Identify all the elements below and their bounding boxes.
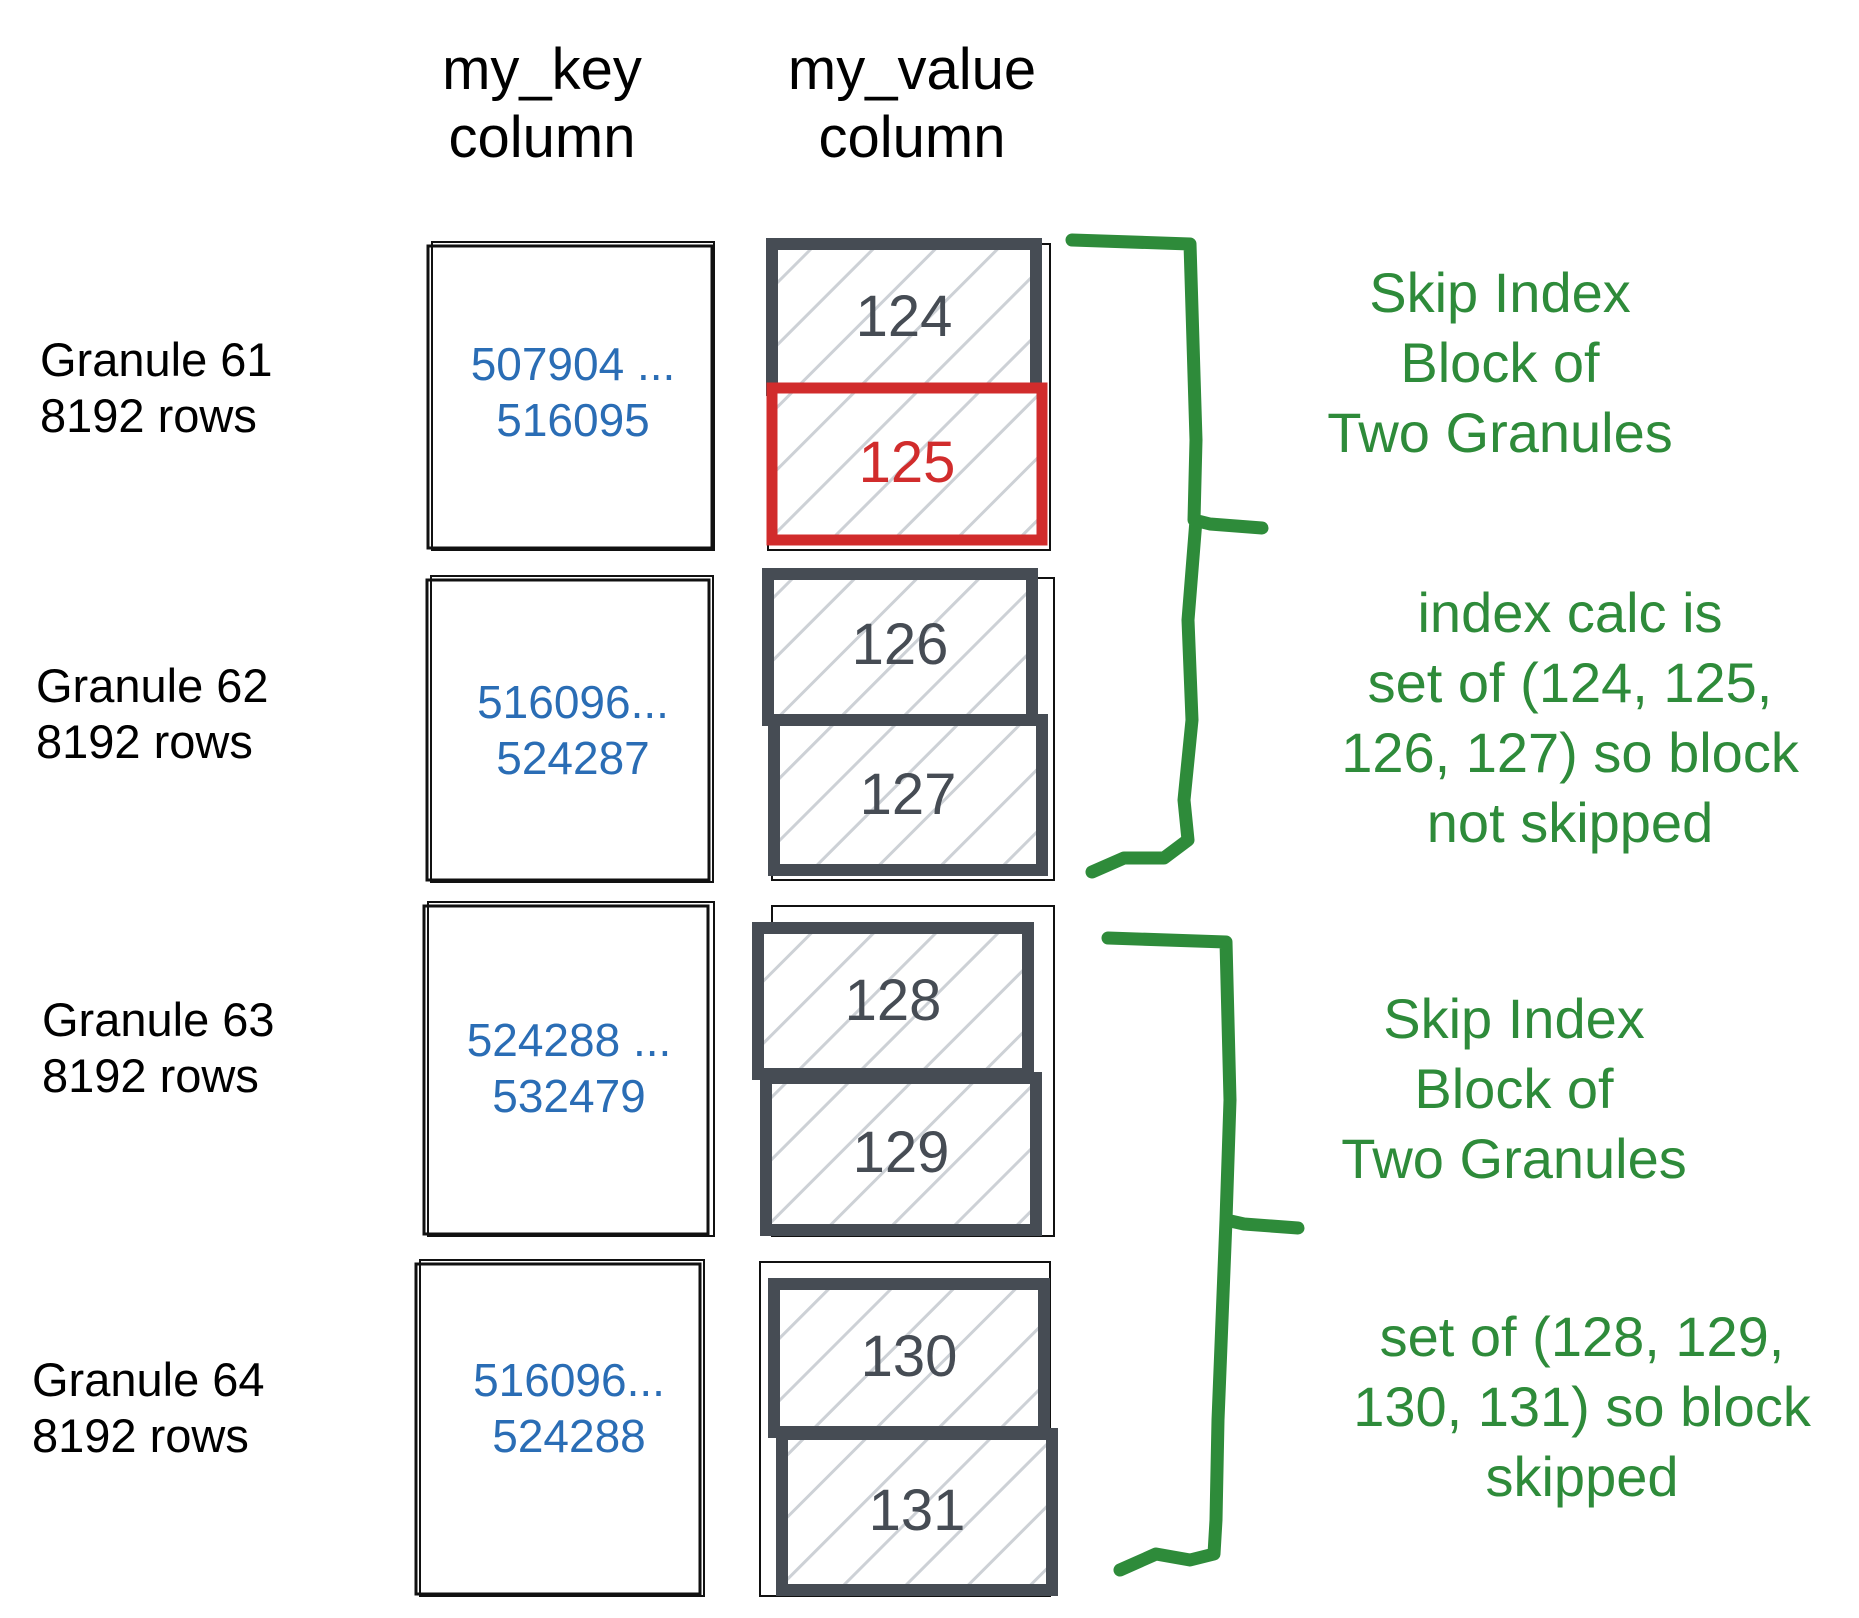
value-cell-125 bbox=[766, 382, 1048, 546]
value-cell-128 bbox=[752, 922, 1034, 1080]
value-cell-130 bbox=[768, 1278, 1050, 1438]
granule-label-62: Granule 62 8192 rows bbox=[36, 658, 269, 770]
block-title-line: Skip Index bbox=[1369, 261, 1631, 324]
block-explanation-line: set of (124, 125, bbox=[1367, 651, 1773, 714]
value-label-131: 131 bbox=[868, 1478, 966, 1543]
key-range-granule-61: 507904 ... 516095 bbox=[432, 336, 714, 448]
key-box-granule-64 bbox=[414, 1259, 705, 1597]
block-explanation-line: 126, 127) so block bbox=[1341, 721, 1799, 784]
block-explanation-line: index calc is bbox=[1417, 581, 1723, 644]
key-box-granule-63 bbox=[422, 901, 715, 1237]
value-label-124: 124 bbox=[855, 284, 953, 349]
block-title-line: Two Granules bbox=[1327, 401, 1673, 464]
key-column-header: my_key column bbox=[392, 36, 692, 172]
block-explanation-line: set of (128, 129, bbox=[1379, 1305, 1785, 1368]
granule-label-61: Granule 61 8192 rows bbox=[40, 332, 273, 444]
value-label-125: 125 bbox=[858, 430, 956, 495]
key-range-end: 532479 bbox=[492, 1070, 646, 1122]
granule-rows: 8192 rows bbox=[40, 389, 257, 442]
value-column-header-line-1: my_value bbox=[787, 37, 1037, 102]
granule-label-64: Granule 64 8192 rows bbox=[32, 1352, 265, 1464]
key-range-granule-62: 516096... 524287 bbox=[432, 674, 714, 786]
value-label-130: 130 bbox=[860, 1324, 958, 1389]
block-title-line: Skip Index bbox=[1383, 987, 1645, 1050]
value-label-127: 127 bbox=[859, 762, 957, 827]
granule-label-63: Granule 63 8192 rows bbox=[42, 992, 275, 1104]
block-brace-1 bbox=[1065, 233, 1269, 879]
key-box-granule-62 bbox=[425, 575, 714, 883]
granule-name: Granule 63 bbox=[42, 993, 275, 1046]
granule-name: Granule 64 bbox=[32, 1353, 265, 1406]
key-range-start: 507904 ... bbox=[470, 338, 676, 390]
value-cell-131 bbox=[776, 1428, 1058, 1596]
block-1-explanation: index calc is set of (124, 125, 126, 127… bbox=[1300, 578, 1840, 858]
value-cell-129 bbox=[760, 1072, 1042, 1236]
value-column-header: my_value column bbox=[752, 36, 1072, 172]
block-explanation-line: 130, 131) so block bbox=[1353, 1375, 1811, 1438]
block-title-line: Block of bbox=[1414, 1057, 1614, 1120]
key-range-end: 524288 bbox=[492, 1410, 646, 1462]
granule-name: Granule 62 bbox=[36, 659, 269, 712]
block-2-title: Skip Index Block of Two Granules bbox=[1294, 984, 1734, 1194]
key-box-granule-61 bbox=[426, 241, 715, 551]
block-2-explanation: set of (128, 129, 130, 131) so block ski… bbox=[1312, 1302, 1852, 1512]
value-label-129: 129 bbox=[852, 1120, 950, 1185]
key-range-granule-63: 524288 ... 532479 bbox=[428, 1012, 710, 1124]
key-range-start: 516096... bbox=[473, 1354, 665, 1406]
granule-rows: 8192 rows bbox=[36, 715, 253, 768]
block-1-title: Skip Index Block of Two Granules bbox=[1280, 258, 1720, 468]
value-label-126: 126 bbox=[851, 612, 949, 677]
block-explanation-line: skipped bbox=[1485, 1445, 1679, 1508]
granule-rows: 8192 rows bbox=[42, 1049, 259, 1102]
key-range-end: 524287 bbox=[496, 732, 650, 784]
value-cell-127 bbox=[768, 714, 1048, 876]
block-title-line: Two Granules bbox=[1341, 1127, 1687, 1190]
granule-name: Granule 61 bbox=[40, 333, 273, 386]
key-range-granule-64: 516096... 524288 bbox=[428, 1352, 710, 1464]
granule-rows: 8192 rows bbox=[32, 1409, 249, 1462]
block-brace-2 bbox=[1101, 931, 1305, 1577]
value-column-header-line-2: column bbox=[818, 105, 1006, 170]
key-column-header-line-1: my_key bbox=[442, 37, 642, 102]
key-column-header-line-2: column bbox=[448, 105, 636, 170]
block-explanation-line: not skipped bbox=[1426, 791, 1714, 854]
key-range-start: 516096... bbox=[477, 676, 669, 728]
block-title-line: Block of bbox=[1400, 331, 1600, 394]
value-label-128: 128 bbox=[844, 968, 942, 1033]
key-range-start: 524288 ... bbox=[466, 1014, 672, 1066]
key-range-end: 516095 bbox=[496, 394, 650, 446]
